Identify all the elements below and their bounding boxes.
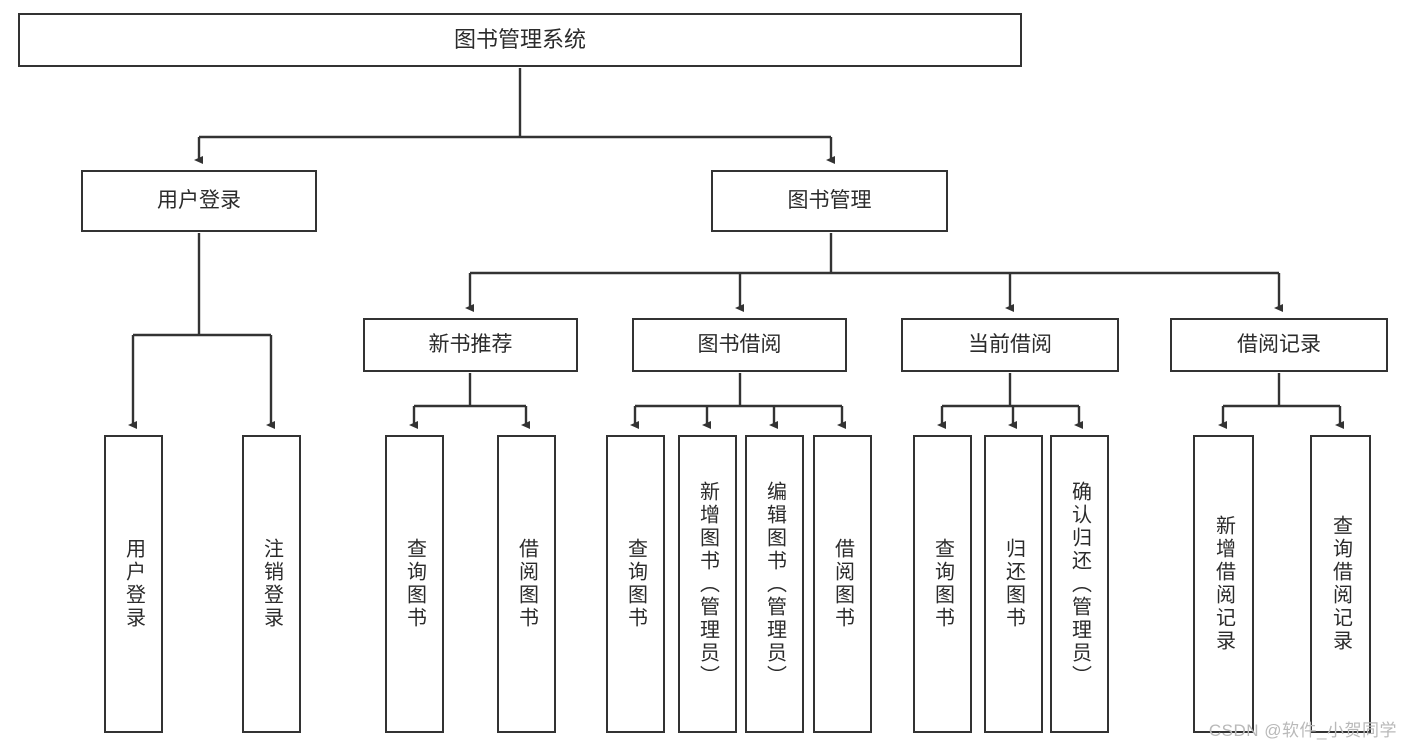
node-label: 用户登录	[122, 538, 145, 630]
node-label: 借阅图书	[831, 538, 854, 630]
node-label: 编辑图书（管理员）	[763, 480, 786, 688]
node-label: 查询图书	[403, 538, 426, 630]
leaf-add-borrow-record[interactable]: 新增借阅记录	[1193, 435, 1254, 733]
leaf-borrow-book-borrowing[interactable]: 借阅图书	[813, 435, 872, 733]
node-label: 确认归还（管理员）	[1068, 480, 1091, 688]
node-label: 借阅记录	[1237, 333, 1321, 357]
leaf-return-book[interactable]: 归还图书	[984, 435, 1043, 733]
node-user-login[interactable]: 用户登录	[81, 170, 317, 232]
node-label: 新增借阅记录	[1212, 515, 1235, 653]
node-current-borrowing[interactable]: 当前借阅	[901, 318, 1119, 372]
leaf-borrow-book-new-rec[interactable]: 借阅图书	[497, 435, 556, 733]
leaf-confirm-return-admin[interactable]: 确认归还（管理员）	[1050, 435, 1109, 733]
leaf-query-book-new-rec[interactable]: 查询图书	[385, 435, 444, 733]
node-label: 图书管理系统	[453, 26, 586, 52]
leaf-query-borrow-record[interactable]: 查询借阅记录	[1310, 435, 1371, 733]
watermark: CSDN @软件_小贺同学	[1208, 721, 1397, 740]
node-label: 查询图书	[931, 538, 954, 630]
leaf-query-book-current[interactable]: 查询图书	[913, 435, 972, 733]
node-label: 查询图书	[624, 538, 647, 630]
node-label: 借阅图书	[515, 538, 538, 630]
node-book-management[interactable]: 图书管理	[711, 170, 948, 232]
node-label: 用户登录	[157, 189, 241, 213]
node-label: 当前借阅	[968, 333, 1052, 357]
leaf-edit-book-admin[interactable]: 编辑图书（管理员）	[745, 435, 804, 733]
leaf-user-login[interactable]: 用户登录	[104, 435, 163, 733]
node-label: 注销登录	[260, 538, 283, 630]
node-book-borrowing[interactable]: 图书借阅	[632, 318, 847, 372]
node-borrowing-record[interactable]: 借阅记录	[1170, 318, 1388, 372]
node-label: 新增图书（管理员）	[696, 480, 719, 688]
node-new-book-recommendation[interactable]: 新书推荐	[363, 318, 578, 372]
leaf-query-book-borrowing[interactable]: 查询图书	[606, 435, 665, 733]
node-label: 新书推荐	[428, 333, 513, 357]
node-label: 图书管理	[787, 189, 872, 213]
node-label: 查询借阅记录	[1329, 515, 1352, 653]
leaf-logout[interactable]: 注销登录	[242, 435, 301, 733]
node-root-book-management-system[interactable]: 图书管理系统	[18, 13, 1022, 67]
leaf-add-book-admin[interactable]: 新增图书（管理员）	[678, 435, 737, 733]
node-label: 图书借阅	[697, 333, 782, 357]
node-label: 归还图书	[1002, 538, 1025, 630]
